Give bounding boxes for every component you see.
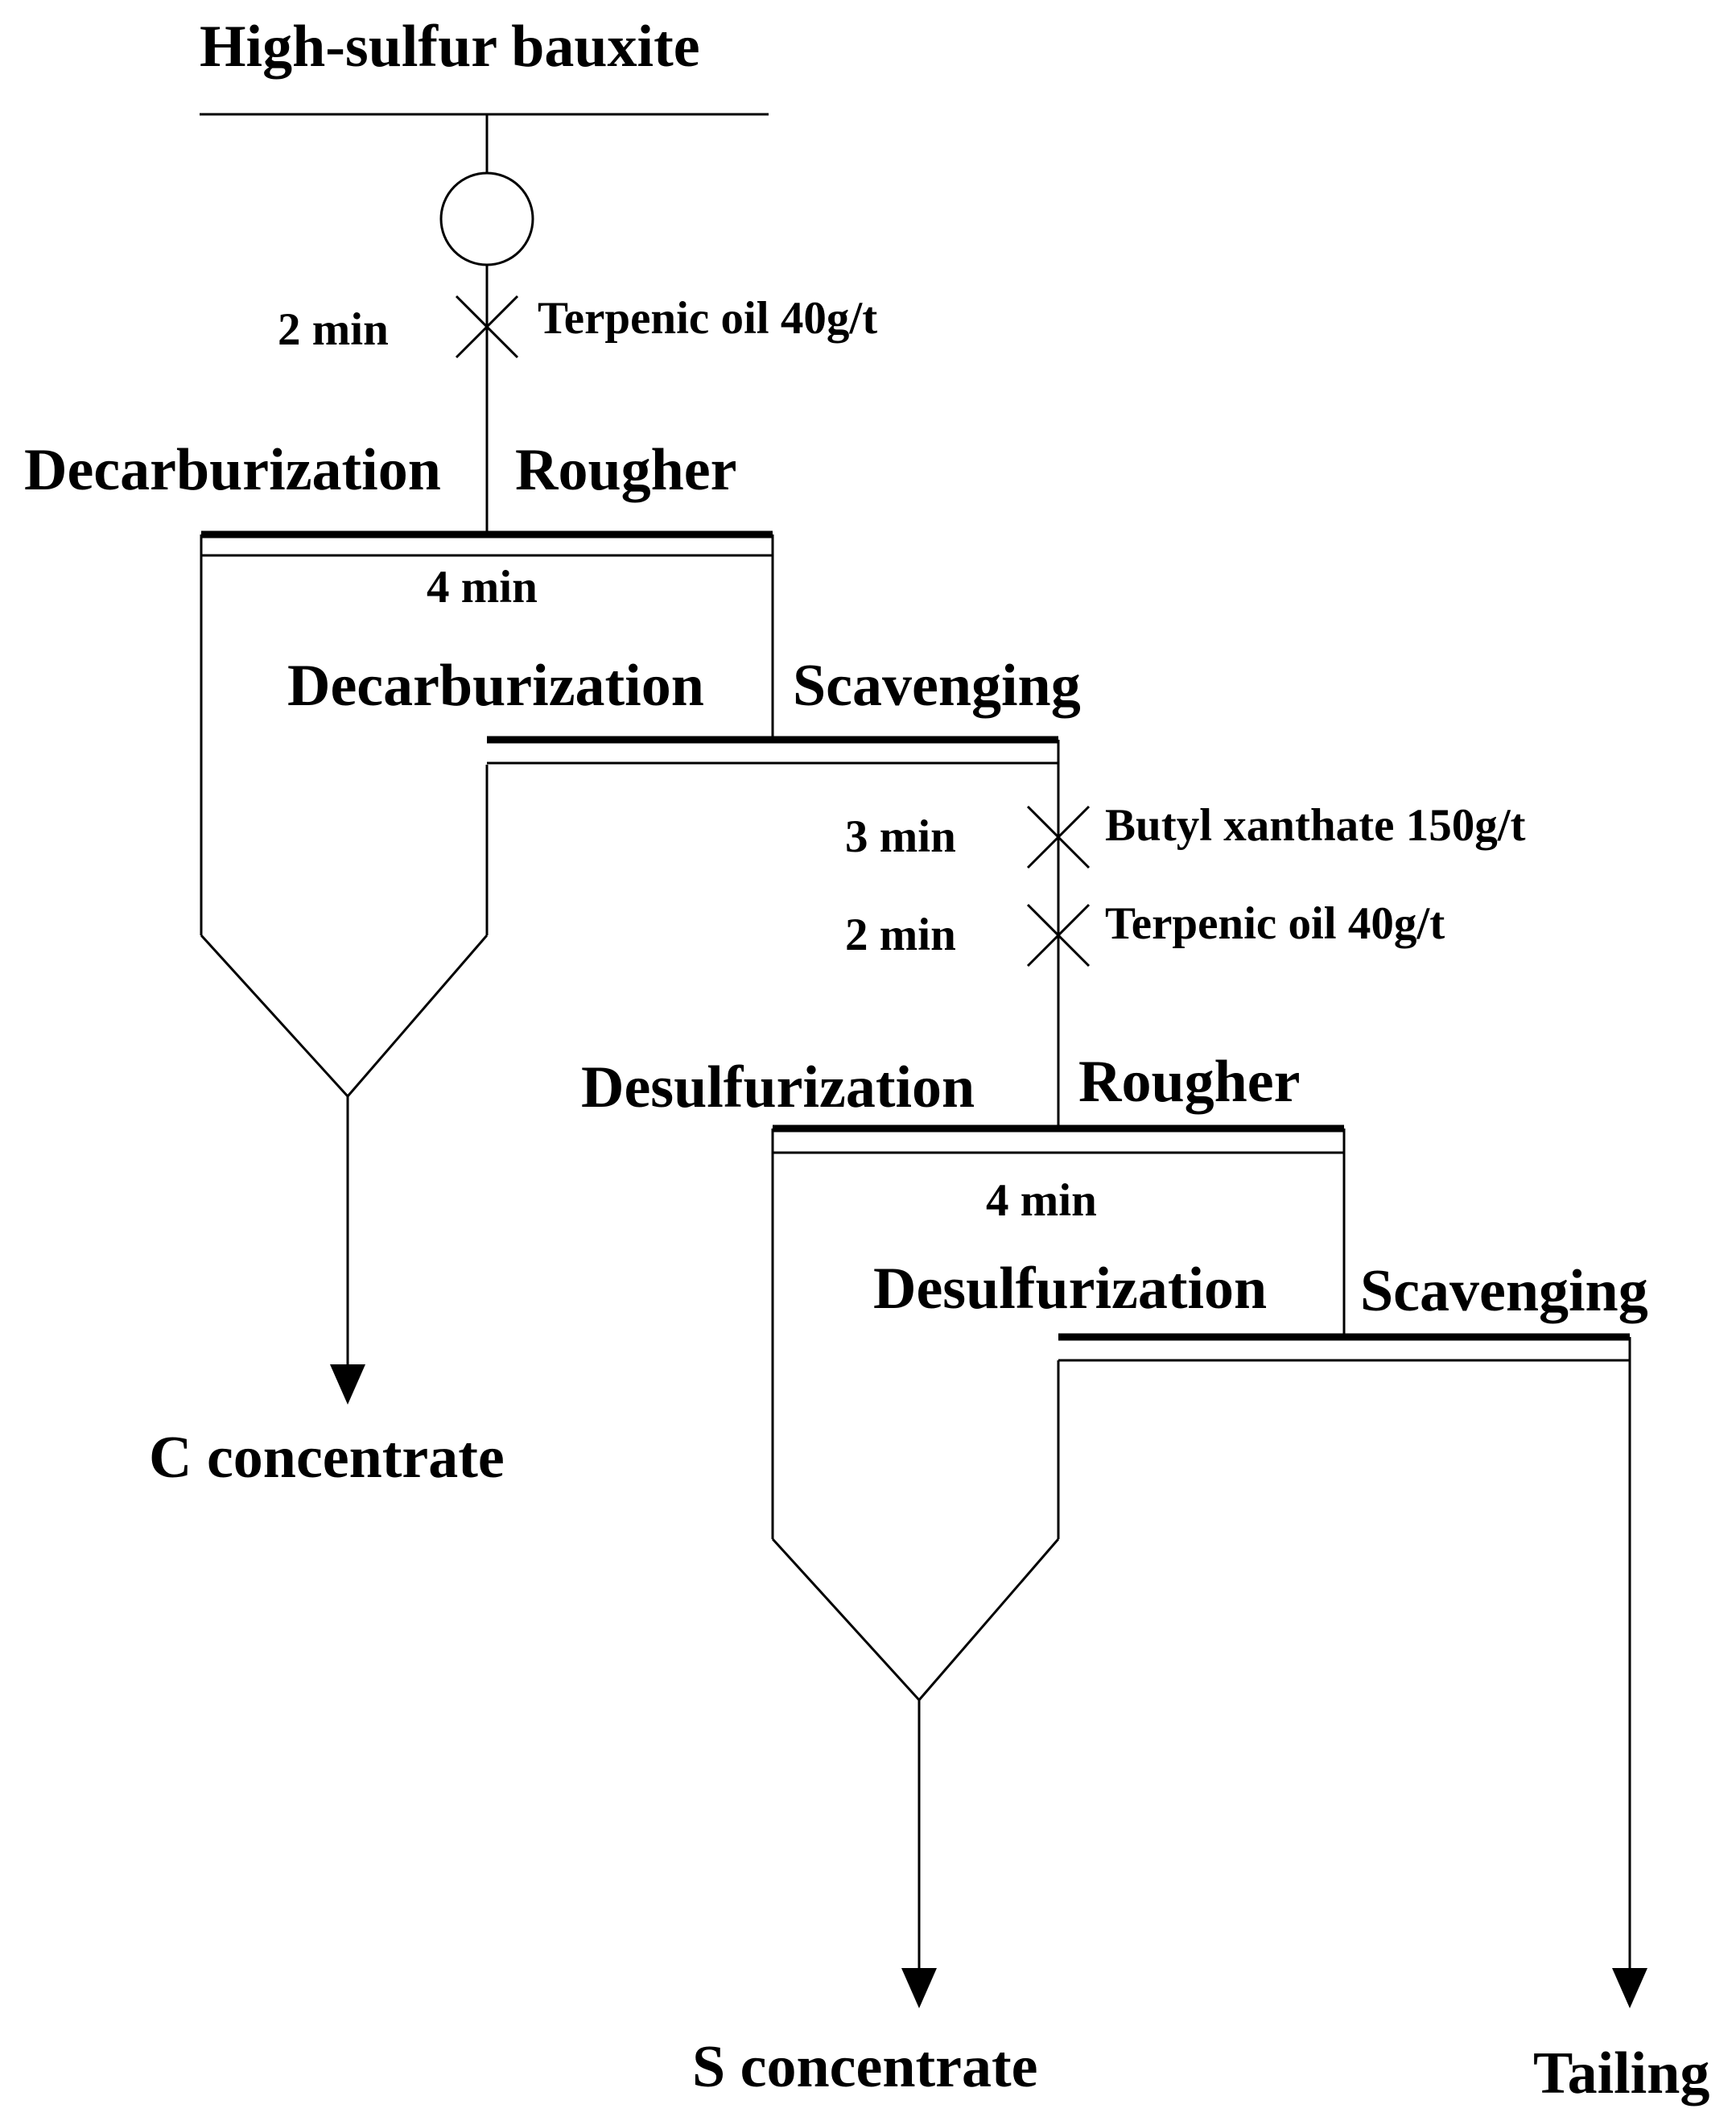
decarb-scavenging-cell [487,736,1060,1125]
grinding-mill-icon [439,171,534,266]
desulf-rougher-type: Rougher [1078,1049,1300,1115]
reagent-3-time: 2 min [845,910,956,960]
decarb-scavenging-type: Scavenging [793,653,1081,719]
desulf-rougher-name: Desulfurization [581,1054,975,1120]
reagent-addition-icon [1026,903,1091,968]
reagent-3-label: Terpenic oil 40g/t [1105,898,1445,949]
reagent-addition-icon [455,295,519,359]
decarb-rougher-name: Decarburization [24,437,441,503]
reagent-addition-icon [1026,805,1091,869]
desulf-rougher-time: 4 min [986,1175,1097,1226]
arrow-down-icon [330,1364,365,1405]
desulf-scavenging-type: Scavenging [1360,1258,1648,1324]
s-concentrate-label: S concentrate [692,2034,1037,2100]
feed-label: High-sulfur bauxite [200,14,700,80]
desulf-scavenging-cell [1058,1333,1631,1968]
decarb-rougher-time: 4 min [427,562,538,613]
reagent-2-time: 3 min [845,811,956,862]
decarb-rougher-cell [200,530,774,1098]
desulf-rougher-cell [771,1124,1346,1702]
reagent-1-time: 2 min [278,304,389,355]
reagent-1-label: Terpenic oil 40g/t [538,293,877,344]
decarb-scavenging-name: Decarburization [287,653,704,719]
reagent-2-label: Butyl xanthate 150g/t [1105,800,1526,851]
arrow-down-icon [1612,1968,1647,2008]
decarb-rougher-type: Rougher [515,437,736,503]
arrow-down-icon [901,1968,937,2008]
c-concentrate-label: C concentrate [149,1425,505,1491]
tailing-label: Tailing [1533,2040,1709,2106]
desulf-scavenging-name: Desulfurization [873,1256,1267,1322]
